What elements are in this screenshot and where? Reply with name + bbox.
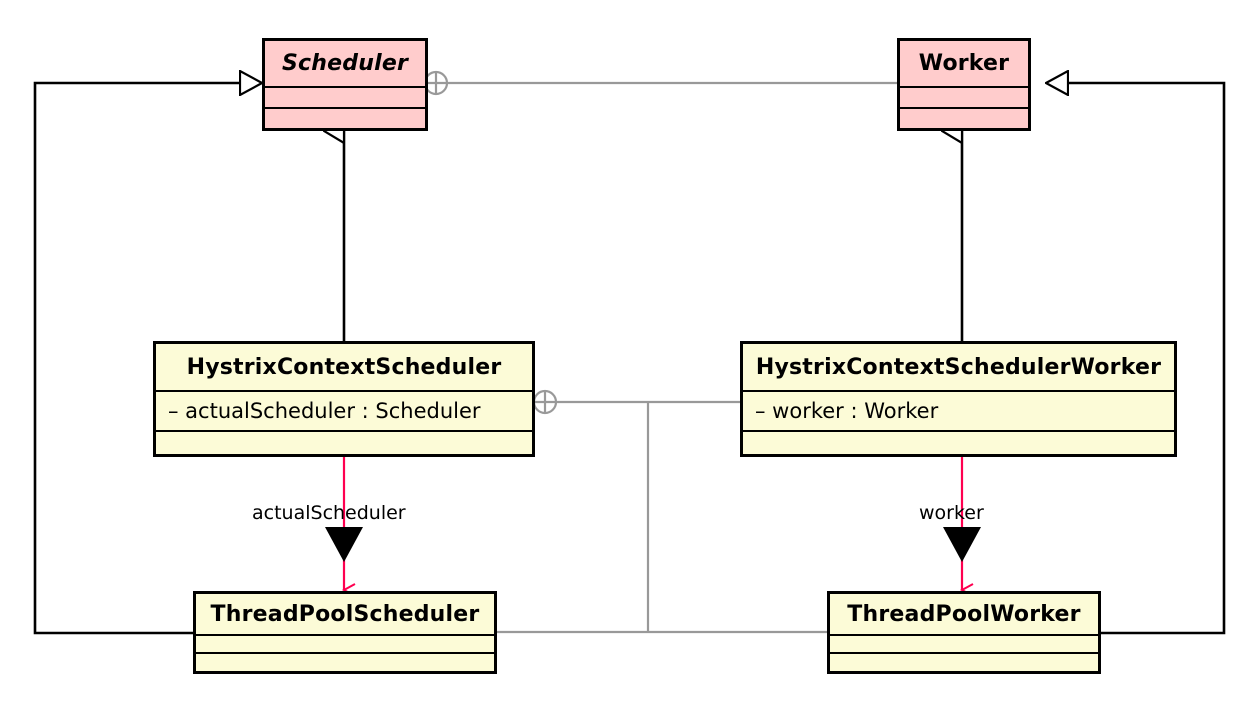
class-box-worker[interactable]: Worker [897, 38, 1031, 131]
operations-compartment-threadpoolscheduler [196, 651, 494, 671]
operations-compartment-hystrixcontextschedulerworker [743, 430, 1174, 454]
operations-compartment-scheduler [265, 106, 425, 128]
attribute-worker: – worker : Worker [743, 390, 1174, 430]
attributes-compartment-scheduler [265, 86, 425, 106]
attribute-actualscheduler: – actualScheduler : Scheduler [156, 390, 532, 430]
edge-label-worker: worker [919, 502, 984, 524]
attributes-compartment-threadpoolworker [830, 634, 1098, 651]
class-name-worker: Worker [918, 51, 1010, 77]
edge-label-actualscheduler: actualScheduler [252, 502, 406, 524]
operations-compartment-worker [900, 106, 1028, 128]
class-box-threadpoolworker[interactable]: ThreadPoolWorker [827, 591, 1101, 674]
class-name-threadpoolworker: ThreadPoolWorker [847, 601, 1081, 627]
operations-compartment-threadpoolworker [830, 651, 1098, 671]
attributes-compartment-threadpoolscheduler [196, 634, 494, 651]
class-box-hystrixcontextscheduler[interactable]: HystrixContextScheduler – actualSchedule… [153, 341, 535, 457]
field-edge-worker [943, 457, 981, 597]
attributes-compartment-worker [900, 86, 1028, 106]
circle-plus-icon [423, 70, 449, 96]
generalization-threadpoolscheduler-scheduler [33, 83, 262, 635]
class-name-hystrixcontextschedulerworker: HystrixContextSchedulerWorker [755, 354, 1162, 380]
class-box-scheduler[interactable]: Scheduler [262, 38, 428, 131]
nesting-hystrixcontextscheduler-hystrixcontextschedulerworker [532, 389, 740, 415]
nesting-scheduler-worker [423, 70, 897, 96]
class-box-threadpoolscheduler[interactable]: ThreadPoolScheduler [193, 591, 497, 674]
circle-plus-icon [532, 389, 558, 415]
class-name-threadpoolscheduler: ThreadPoolScheduler [210, 601, 480, 627]
class-name-hystrixcontextscheduler: HystrixContextScheduler [186, 354, 502, 380]
generalization-threadpoolworker-worker [1046, 83, 1226, 635]
operations-compartment-hystrixcontextscheduler [156, 430, 532, 454]
class-box-hystrixcontextschedulerworker[interactable]: HystrixContextSchedulerWorker – worker :… [740, 341, 1177, 457]
field-edge-actualscheduler [325, 457, 363, 597]
nesting-branch-threadpool-row [497, 402, 827, 634]
class-name-scheduler: Scheduler [282, 51, 408, 77]
